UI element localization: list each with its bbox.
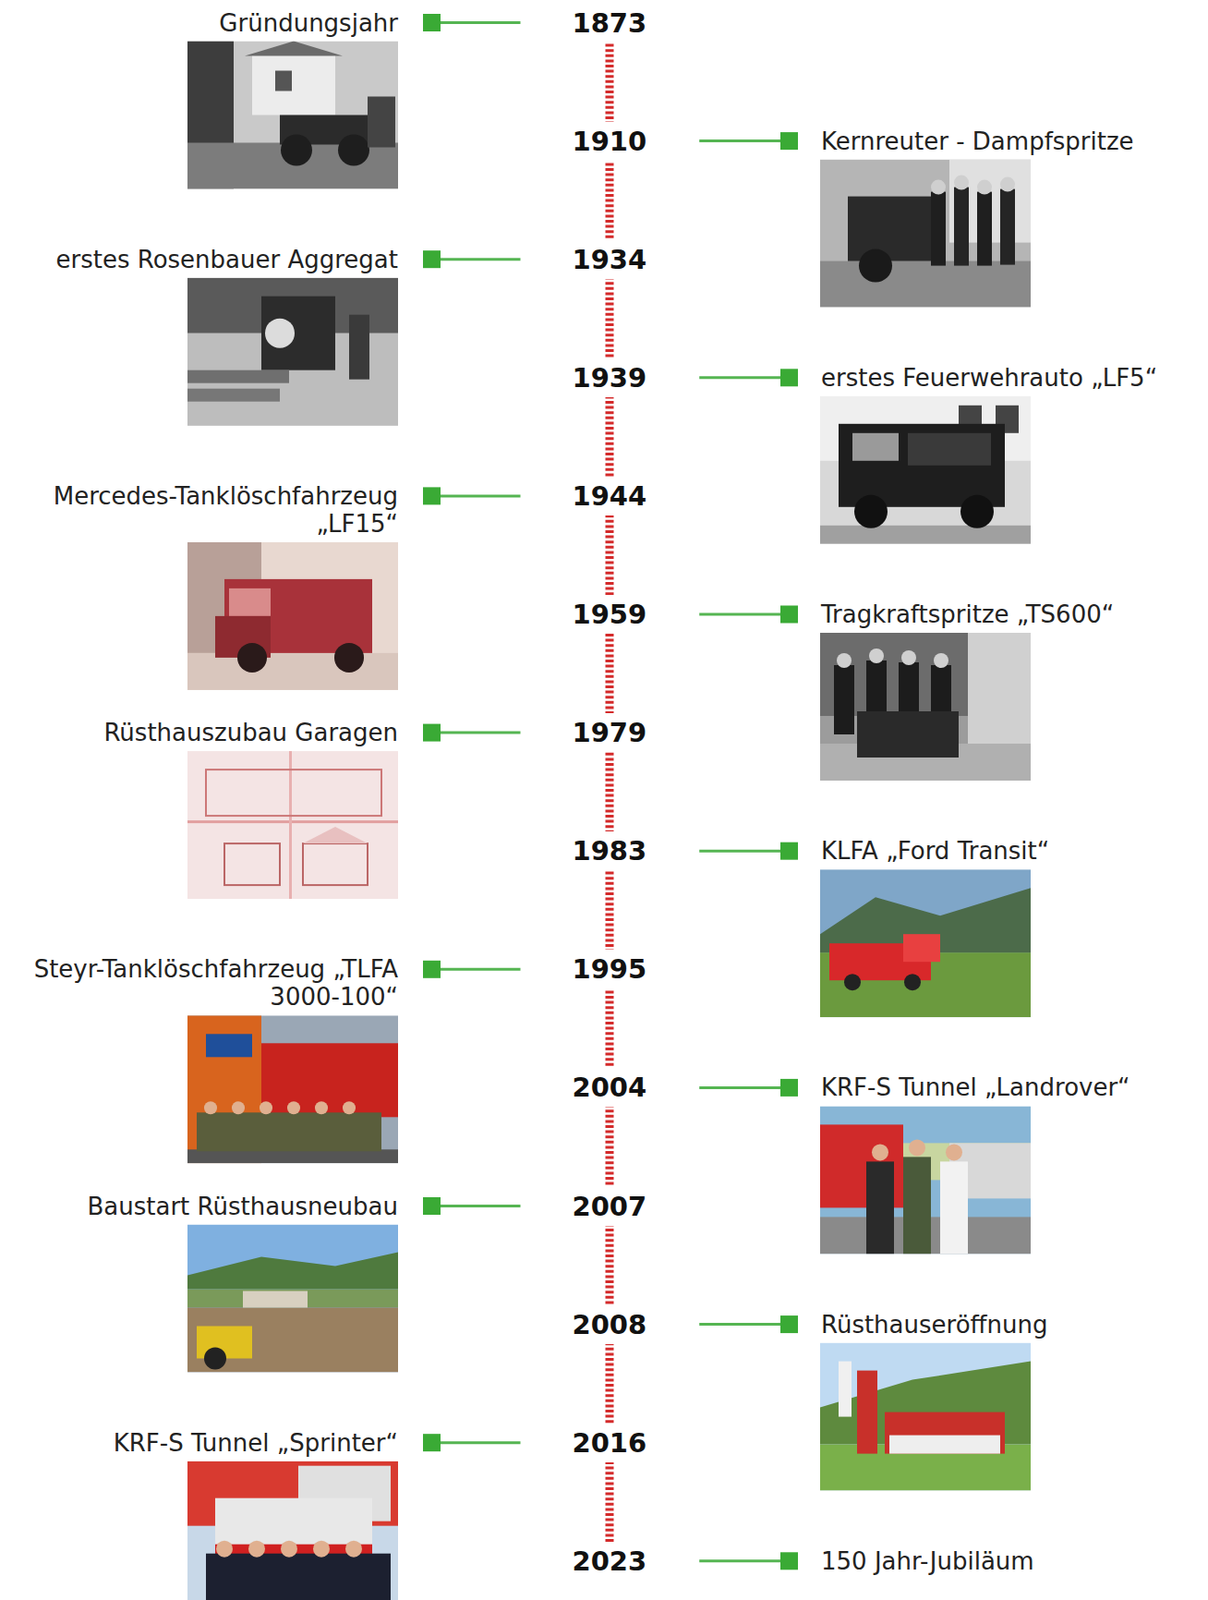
- event-label: 150 Jahr-Jubiläum: [821, 1546, 1035, 1575]
- photo: [820, 869, 1031, 1017]
- year-marker: 2004: [567, 1067, 653, 1107]
- photo: [187, 1461, 399, 1600]
- year-marker: 1934: [567, 240, 653, 279]
- event-text: KRF-S Tunnel „Sprinter“: [5, 1428, 399, 1457]
- connector-marker: [780, 368, 798, 387]
- photo: [820, 632, 1031, 781]
- connector-marker: [422, 250, 441, 268]
- event-label: erstes Rosenbauer Aggregat: [5, 245, 399, 274]
- event-label: Rüsthauszubau Garagen: [5, 718, 399, 747]
- event-label: Steyr-Tanklöschfahrzeug „TLFA 3000-100“: [28, 954, 399, 1011]
- timeline-connector: [440, 1204, 521, 1208]
- year-text: 1979: [572, 716, 648, 749]
- timeline-connector: [440, 494, 521, 497]
- event-text: Tragkraftspritze „TS600“: [821, 600, 1114, 629]
- timeline-connector: [699, 1558, 781, 1562]
- timeline-connector: [440, 967, 521, 971]
- photo: [187, 542, 399, 690]
- connector-marker: [780, 1315, 798, 1333]
- year-marker: 1873: [567, 3, 653, 43]
- event-label: KRF-S Tunnel „Sprinter“: [5, 1428, 399, 1457]
- event-text: Baustart Rüsthausneubau: [5, 1192, 399, 1221]
- timeline-connector: [699, 849, 781, 853]
- timeline-connector: [440, 731, 521, 735]
- year-marker: 1959: [567, 594, 653, 634]
- connector-marker: [780, 1078, 798, 1097]
- timeline-connector: [699, 375, 781, 379]
- event-label: KRF-S Tunnel „Landrover“: [821, 1073, 1131, 1101]
- connector-marker: [422, 724, 441, 742]
- timeline-connector: [440, 21, 521, 25]
- event-label: Gründungsjahr: [5, 9, 399, 37]
- year-text: 1873: [572, 7, 648, 39]
- timeline-connector: [699, 613, 781, 617]
- connector-marker: [780, 842, 798, 860]
- year-marker: 1944: [567, 476, 653, 516]
- event-text: Mercedes-Tanklöschfahrzeug „LF15“: [5, 482, 399, 538]
- photo: [187, 277, 399, 426]
- year-text: 1983: [572, 834, 648, 867]
- timeline-connector: [699, 1322, 781, 1326]
- photo: [187, 750, 399, 899]
- photo: [820, 1105, 1031, 1254]
- connector-marker: [422, 1433, 441, 1451]
- connector-marker: [422, 1196, 441, 1215]
- year-marker: 1939: [567, 358, 653, 398]
- year-marker: 1995: [567, 949, 653, 989]
- photo: [187, 1224, 399, 1373]
- year-marker: 1979: [567, 712, 653, 752]
- event-text: 150 Jahr-Jubiläum: [821, 1546, 1035, 1575]
- year-marker: 1983: [567, 831, 653, 870]
- photo: [187, 1014, 399, 1163]
- photo: [820, 1342, 1031, 1491]
- year-text: 2023: [572, 1545, 648, 1577]
- photo: [820, 396, 1031, 544]
- event-label: Rüsthauseröffnung: [821, 1310, 1048, 1339]
- year-text: 1939: [572, 362, 648, 394]
- photo: [187, 41, 399, 190]
- connector-marker: [422, 486, 441, 505]
- year-text: 2004: [572, 1071, 648, 1103]
- timeline-connector: [699, 1086, 781, 1089]
- event-text: KRF-S Tunnel „Landrover“: [821, 1073, 1131, 1101]
- year-text: 2008: [572, 1308, 648, 1341]
- connector-marker: [422, 960, 441, 979]
- connector-marker: [780, 132, 798, 150]
- connector-marker: [780, 605, 798, 624]
- year-marker: 2008: [567, 1304, 653, 1344]
- event-text: Steyr-Tanklöschfahrzeug „TLFA 3000-100“: [28, 954, 399, 1011]
- timeline-connector: [699, 139, 781, 143]
- year-text: 1944: [572, 480, 648, 512]
- year-text: 1910: [572, 125, 648, 158]
- event-label: erstes Feuerwehrauto „LF5“: [821, 363, 1158, 392]
- event-text: Kernreuter - Dampfspritze: [821, 127, 1135, 156]
- connector-marker: [422, 13, 441, 32]
- timeline-connector: [440, 1440, 521, 1444]
- event-label: KLFA „Ford Transit“: [821, 836, 1050, 865]
- connector-marker: [780, 1551, 798, 1570]
- event-text: erstes Rosenbauer Aggregat: [5, 245, 399, 274]
- year-text: 1995: [572, 953, 648, 985]
- year-text: 2007: [572, 1190, 648, 1222]
- event-text: Gründungsjahr: [5, 9, 399, 37]
- year-marker: 2023: [567, 1541, 653, 1581]
- year-marker: 1910: [567, 121, 653, 161]
- event-label: Kernreuter - Dampfspritze: [821, 127, 1135, 156]
- event-label: Mercedes-Tanklöschfahrzeug „LF15“: [5, 482, 399, 538]
- event-text: erstes Feuerwehrauto „LF5“: [821, 363, 1158, 392]
- year-text: 1934: [572, 243, 648, 276]
- event-label: Baustart Rüsthausneubau: [5, 1192, 399, 1221]
- event-text: Rüsthauszubau Garagen: [5, 718, 399, 747]
- year-text: 1959: [572, 598, 648, 630]
- timeline-connector: [440, 257, 521, 261]
- event-label: Tragkraftspritze „TS600“: [821, 600, 1114, 629]
- photo: [820, 159, 1031, 308]
- year-marker: 2016: [567, 1423, 653, 1462]
- year-text: 2016: [572, 1426, 648, 1459]
- year-marker: 2007: [567, 1186, 653, 1226]
- event-text: KLFA „Ford Transit“: [821, 836, 1050, 865]
- event-text: Rüsthauseröffnung: [821, 1310, 1048, 1339]
